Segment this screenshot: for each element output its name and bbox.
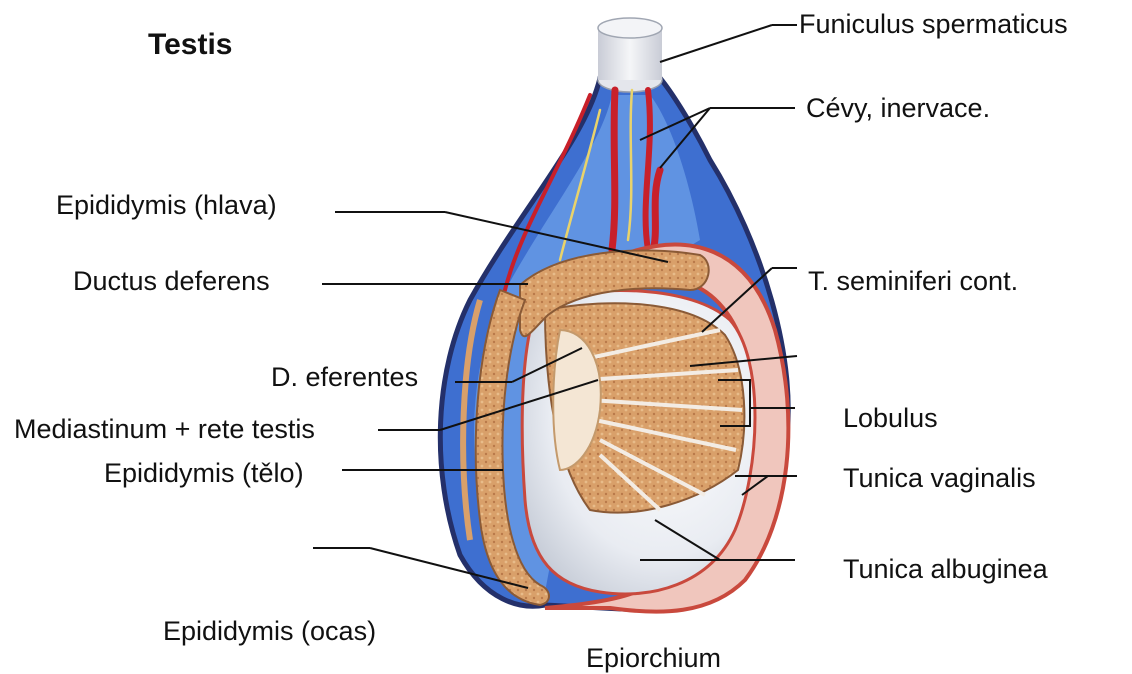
label-epididymis-ocas: Epididymis (ocas) (163, 618, 376, 645)
label-ductus-deferens: Ductus deferens (73, 268, 270, 295)
label-epiorchium: Epiorchium (586, 645, 721, 672)
label-t-seminiferi: T. seminiferi cont. (808, 268, 1018, 295)
label-epididymis-telo: Epididymis (tělo) (104, 460, 304, 487)
label-cevy-inervace: Cévy, inervace. (806, 95, 990, 122)
testis-body (522, 290, 755, 594)
label-mediastinum: Mediastinum + rete testis (14, 416, 315, 443)
diagram-title: Testis (148, 30, 232, 60)
label-lobulus: Lobulus (843, 405, 938, 432)
label-tunica-vaginalis: Tunica vaginalis (843, 465, 1036, 492)
label-epididymis-hlava: Epididymis (hlava) (56, 192, 277, 219)
label-d-eferentes: D. eferentes (271, 364, 418, 391)
leader-funiculus-diag (660, 25, 772, 62)
label-tunica-albuginea: Tunica albuginea (843, 556, 1048, 583)
spermatic-cord (598, 18, 662, 92)
label-funiculus-spermaticus: Funiculus spermaticus (799, 11, 1068, 38)
